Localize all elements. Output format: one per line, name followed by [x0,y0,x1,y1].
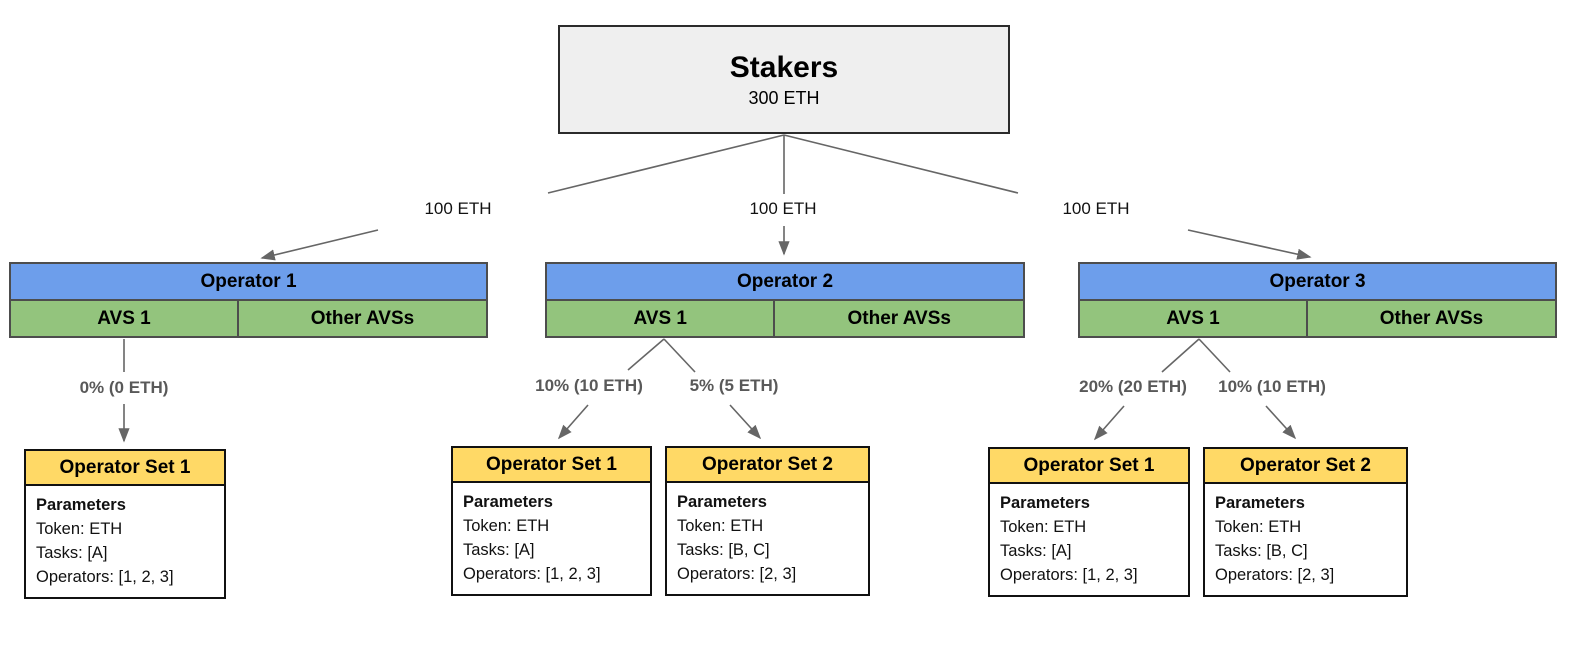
parameters-heading: Parameters [677,493,767,511]
operator-1-other-avss-cell: Other AVSs [239,301,486,336]
stake-label-left: 100 ETH [421,199,495,219]
op3-operator-set-2-box: Operator Set 2 Parameters Token: ETH Tas… [1203,447,1408,597]
op3-operator-set-1-title: Operator Set 1 [990,449,1188,484]
op2-operator-set-2-title: Operator Set 2 [667,448,868,483]
param-token: Token: ETH [1000,518,1087,536]
parameters-heading: Parameters [36,496,126,514]
param-tasks: Tasks: [A] [36,544,108,562]
parameters-heading: Parameters [1000,494,1090,512]
arrow-op3-set1 [1093,405,1125,441]
param-token: Token: ETH [36,520,123,538]
param-tasks: Tasks: [B, C] [677,541,770,559]
op3-operator-set-1-box: Operator Set 1 Parameters Token: ETH Tas… [988,447,1190,597]
operator-2-other-avss-cell: Other AVSs [775,301,1023,336]
param-operators: Operators: [1, 2, 3] [36,568,174,586]
op2-operator-set-1-title: Operator Set 1 [453,448,650,483]
op2-operator-set-2-box: Operator Set 2 Parameters Token: ETH Tas… [665,446,870,596]
operator-3-avs1-cell: AVS 1 [1080,301,1308,336]
operator-3-title: Operator 3 [1080,264,1555,301]
param-token: Token: ETH [463,517,550,535]
op3-allocation-label-2: 10% (10 ETH) [1216,377,1328,397]
param-operators: Operators: [2, 3] [677,565,797,583]
stakers-amount: 300 ETH [748,87,820,108]
op1-operator-set-1-title: Operator Set 1 [26,451,224,486]
param-operators: Operators: [1, 2, 3] [463,565,601,583]
op3-allocation-label-1: 20% (20 ETH) [1077,377,1189,397]
arrow-op3-set2 [1265,405,1297,440]
param-token: Token: ETH [677,517,764,535]
param-token: Token: ETH [1215,518,1302,536]
operator-3-table: Operator 3 AVS 1 Other AVSs [1078,262,1557,338]
param-tasks: Tasks: [A] [1000,542,1072,560]
op2-operator-set-1-box: Operator Set 1 Parameters Token: ETH Tas… [451,446,652,596]
stake-label-middle: 100 ETH [746,199,820,219]
arrow-op2-set1 [557,404,589,440]
parameters-heading: Parameters [463,493,553,511]
edge-op3-alloc-left [1161,338,1200,373]
arrow-to-operator1 [260,229,379,261]
edge-op3-alloc-right [1198,338,1231,373]
operator-3-other-avss-cell: Other AVSs [1308,301,1555,336]
edge-op2-alloc-left [627,338,665,371]
param-tasks: Tasks: [A] [463,541,535,559]
param-operators: Operators: [1, 2, 3] [1000,566,1138,584]
stakers-box: Stakers 300 ETH [558,25,1010,134]
arrow-op2-set2 [729,404,762,440]
parameters-heading: Parameters [1215,494,1305,512]
stakers-title: Stakers [729,50,839,84]
operator-2-avs1-cell: AVS 1 [547,301,776,336]
operator-1-avs1-cell: AVS 1 [11,301,239,336]
operator-1-title: Operator 1 [11,264,486,301]
operator-1-table: Operator 1 AVS 1 Other AVSs [9,262,488,338]
edge-stakers-right [783,134,1019,194]
op3-operator-set-2-title: Operator Set 2 [1205,449,1406,484]
stake-label-right: 100 ETH [1059,199,1133,219]
param-tasks: Tasks: [B, C] [1215,542,1308,560]
operator-2-title: Operator 2 [547,264,1023,301]
arrow-to-operator3 [1187,229,1312,260]
operator-2-table: Operator 2 AVS 1 Other AVSs [545,262,1025,338]
op2-allocation-label-2: 5% (5 ETH) [687,376,781,396]
edge-op2-alloc-right [663,338,696,373]
op1-allocation-label: 0% (0 ETH) [77,378,171,398]
edge-stakers-left [547,134,785,194]
param-operators: Operators: [2, 3] [1215,566,1335,584]
op1-operator-set-1-box: Operator Set 1 Parameters Token: ETH Tas… [24,449,226,599]
op2-allocation-label-1: 10% (10 ETH) [533,376,645,396]
